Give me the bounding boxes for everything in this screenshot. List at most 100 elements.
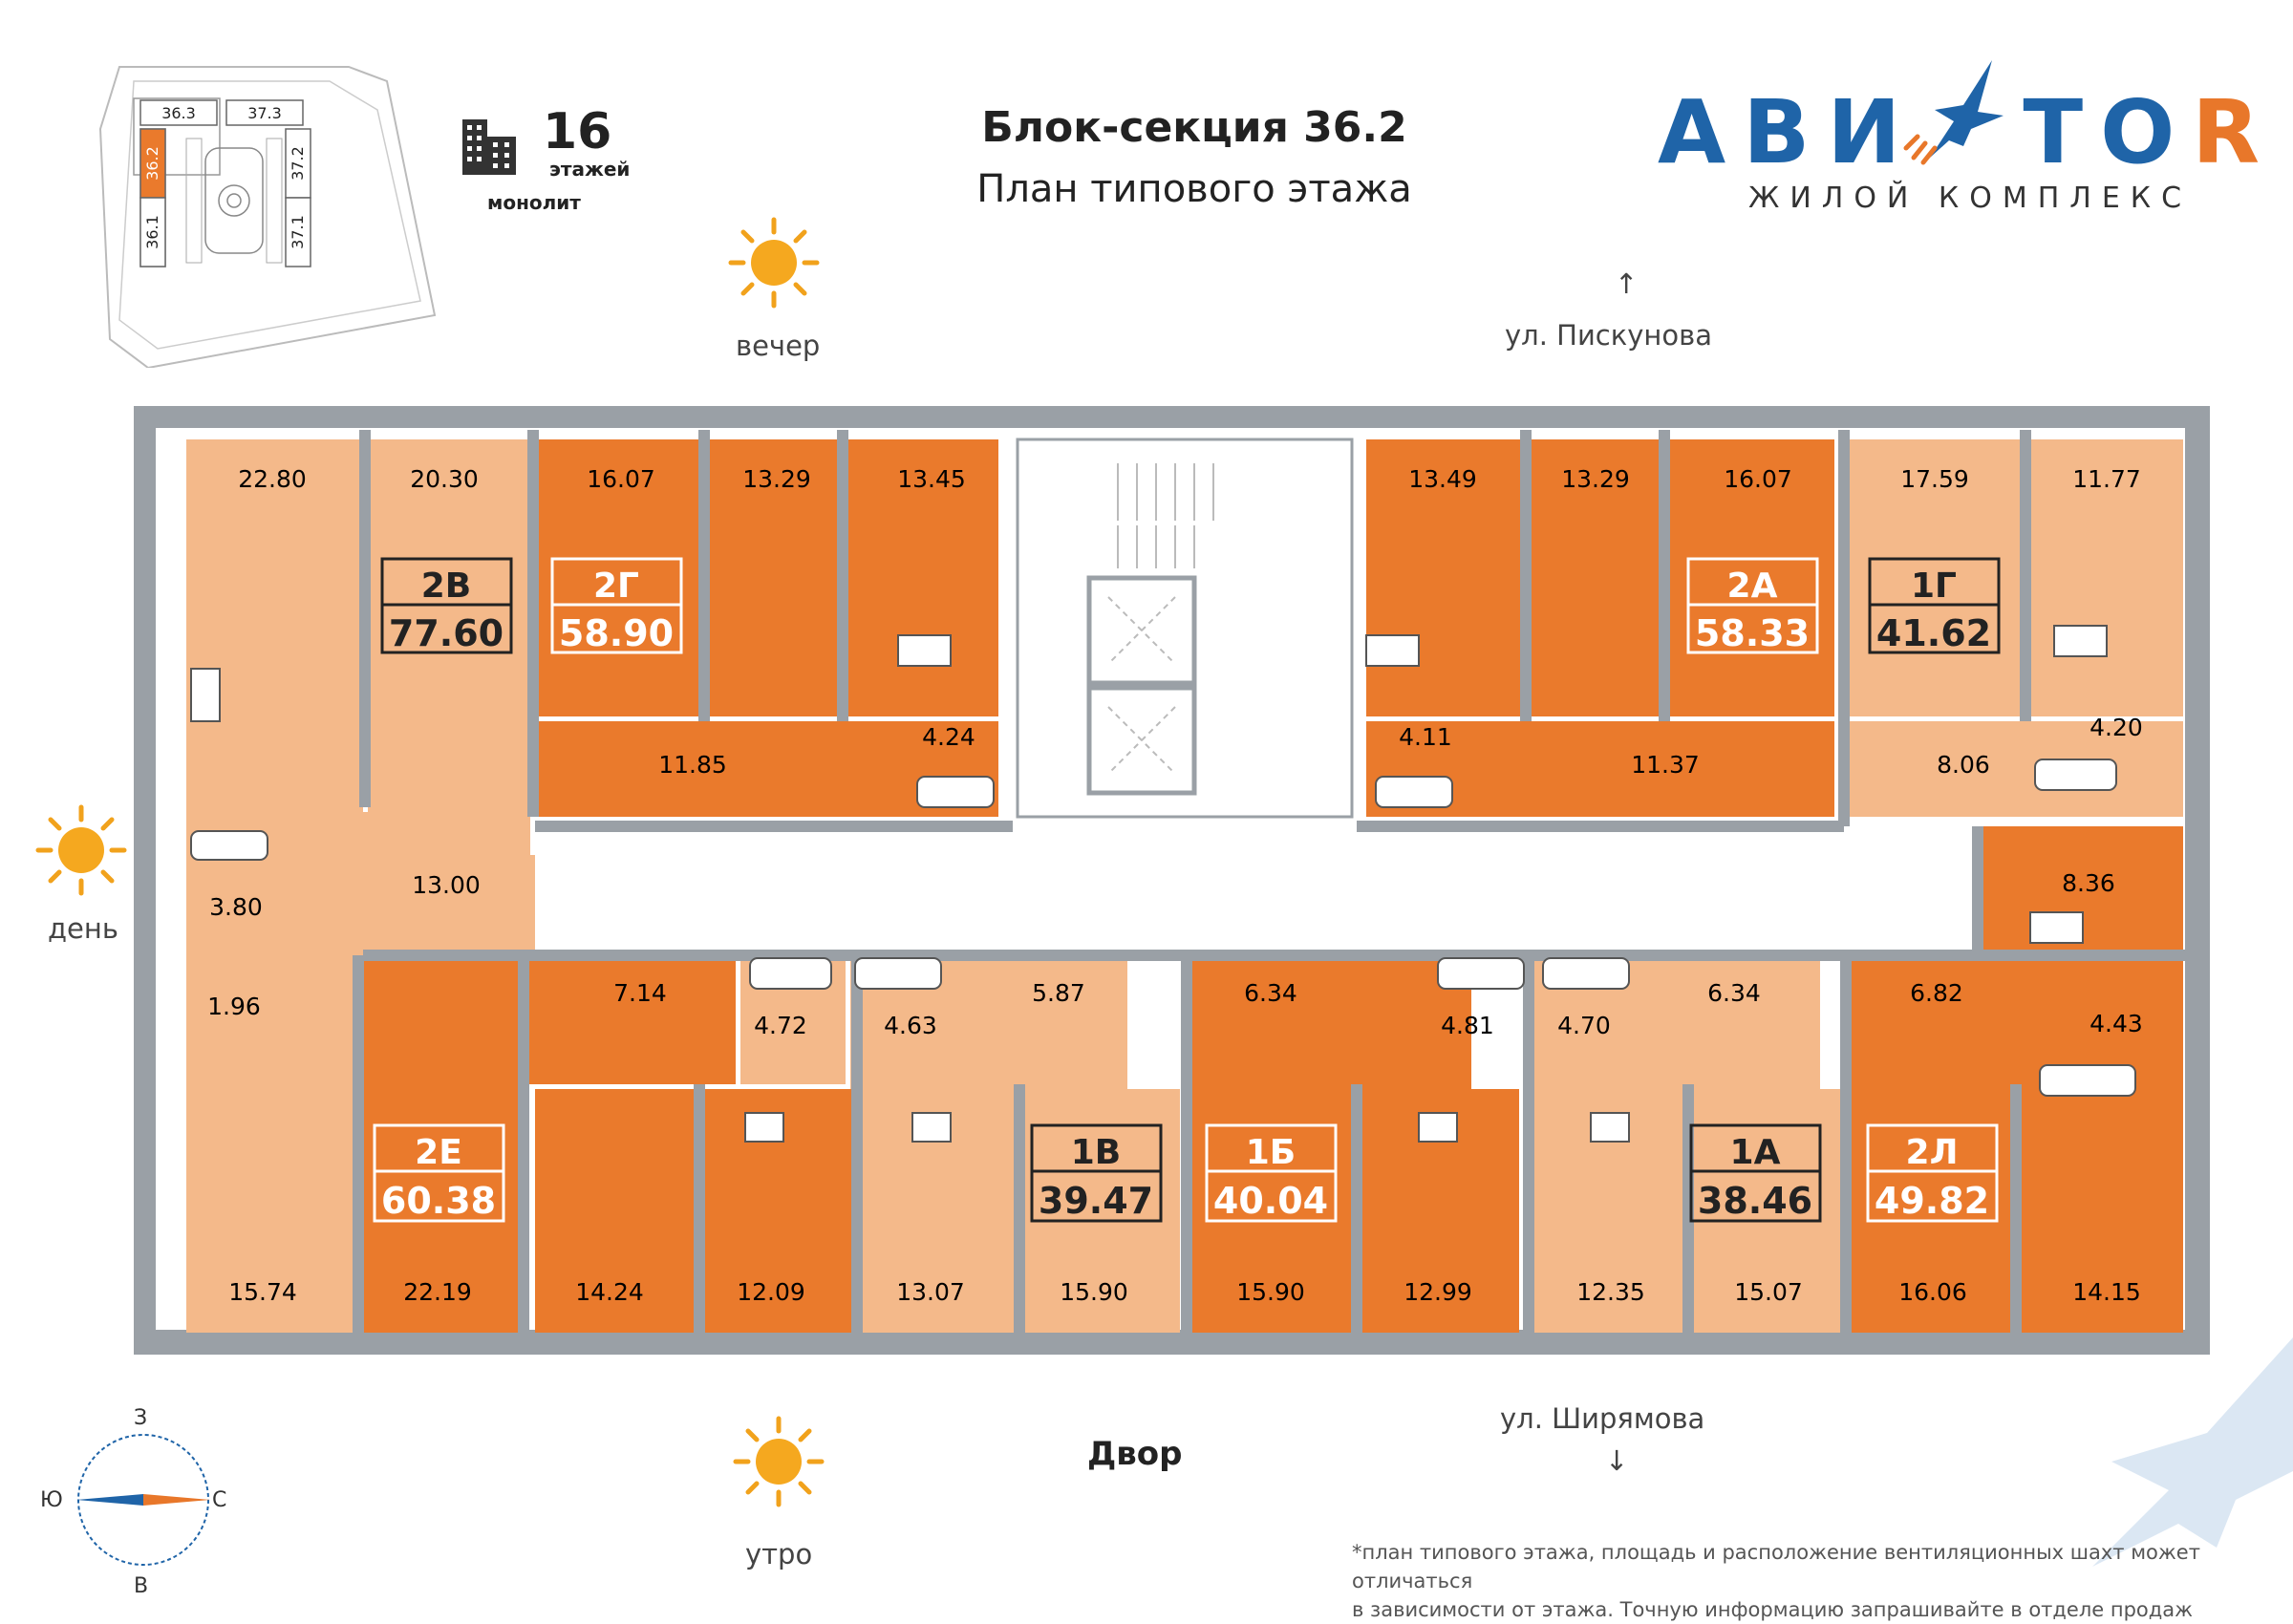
room-area: 11.77 <box>2072 465 2141 493</box>
room-area: 16.07 <box>1724 465 1792 493</box>
apartment-2e[interactable]: 2Е 60.38 <box>373 1123 505 1223</box>
room-area: 6.34 <box>1707 979 1761 1007</box>
apartment-area: 49.82 <box>1875 1180 1989 1222</box>
room-area: 13.29 <box>1561 465 1630 493</box>
sun-day-icon <box>35 804 127 896</box>
jet-watermark-icon <box>2092 1337 2293 1567</box>
compass-west-label: Ю <box>40 1488 63 1512</box>
minimap-37-3: 37.3 <box>247 104 282 122</box>
apartment-area: 38.46 <box>1698 1180 1812 1222</box>
logo: АВИ TOR <box>1658 81 2277 183</box>
room-area: 22.80 <box>238 465 307 493</box>
apartment-area: 41.62 <box>1876 612 1991 654</box>
street-south: ул. Ширямова <box>1500 1402 1705 1435</box>
minimap-36-1: 36.1 <box>143 215 161 249</box>
apartment-area: 39.47 <box>1039 1180 1153 1222</box>
apartment-2l[interactable]: 2Л 49.82 <box>1866 1123 1999 1223</box>
room-area: 4.70 <box>1557 1012 1611 1039</box>
room-area: 6.82 <box>1910 979 1963 1007</box>
construction-type: монолит <box>487 191 581 214</box>
yard-label: Двор <box>1087 1435 1183 1473</box>
room-area: 8.06 <box>1937 751 1990 779</box>
apartment-code: 2Е <box>415 1133 462 1172</box>
sun-morning-label: утро <box>745 1538 813 1571</box>
apartment-1v[interactable]: 1В 39.47 <box>1030 1123 1163 1223</box>
room-area: 5.87 <box>1032 979 1085 1007</box>
compass-icon <box>76 1434 210 1566</box>
stove-icons <box>190 625 2108 1143</box>
room-area: 16.07 <box>587 465 655 493</box>
compass-east-label: С <box>212 1488 227 1512</box>
apartment-area: 40.04 <box>1213 1180 1328 1222</box>
apartment-1a[interactable]: 1А 38.46 <box>1689 1123 1822 1223</box>
apartment-code: 2Л <box>1906 1133 1959 1172</box>
room-area: 11.85 <box>658 751 727 779</box>
apartment-2v[interactable]: 2В 77.60 <box>380 557 513 654</box>
apartment-area: 58.90 <box>559 612 674 654</box>
logo-word-r: R <box>2192 81 2278 183</box>
room-area: 20.30 <box>410 465 479 493</box>
minimap-36-2: 36.2 <box>143 146 161 181</box>
room-area: 14.24 <box>575 1278 644 1306</box>
room-area: 13.49 <box>1408 465 1477 493</box>
logo-word-left: АВИ <box>1658 81 1918 183</box>
footnote-line-2: в зависимости от этажа. Точную информаци… <box>1352 1598 2194 1621</box>
apartment-code: 1Б <box>1246 1133 1297 1172</box>
minimap-36-3: 36.3 <box>161 104 196 122</box>
apartment-code: 1Г <box>1911 566 1957 606</box>
apartment-area: 77.60 <box>389 612 504 654</box>
floors-count: 16 <box>543 103 612 160</box>
room-area: 16.06 <box>1898 1278 1967 1306</box>
sun-day-label: день <box>48 912 118 945</box>
apartment-code: 2А <box>1727 566 1778 606</box>
apartment-area: 58.33 <box>1695 612 1810 654</box>
interior-walls <box>353 430 2188 1337</box>
room-area: 8.36 <box>2062 869 2115 897</box>
room-area: 15.74 <box>228 1278 297 1306</box>
compass-north-label: З <box>134 1406 148 1430</box>
minimap-37-1: 37.1 <box>289 215 307 249</box>
apartment-1g[interactable]: 1Г 41.62 <box>1868 557 2001 654</box>
room-area: 12.99 <box>1404 1278 1472 1306</box>
room-area: 12.35 <box>1576 1278 1645 1306</box>
room-area: 6.34 <box>1244 979 1297 1007</box>
apartment-code: 1А <box>1730 1133 1781 1172</box>
apartment-2a[interactable]: 2А 58.33 <box>1686 557 1819 654</box>
corridor <box>535 831 1978 965</box>
apartment-area: 60.38 <box>381 1180 496 1222</box>
stair-core <box>1016 438 1354 819</box>
bathtub-icons <box>190 759 2136 1097</box>
room-area: 15.90 <box>1236 1278 1305 1306</box>
site-minimap: 36.3 37.3 36.2 37.2 36.1 37.1 <box>98 66 437 368</box>
building-icon <box>462 119 516 175</box>
apartment-code: 1В <box>1071 1133 1122 1172</box>
room-area: 12.09 <box>737 1278 805 1306</box>
logo-word-right: TO <box>2023 81 2193 183</box>
floors-label: этажей <box>549 158 631 181</box>
room-areas: 22.80 20.30 16.07 13.29 13.45 13.49 13.2… <box>207 465 2143 1306</box>
outer-wall <box>134 406 2210 1355</box>
room-area: 4.72 <box>754 1012 807 1039</box>
room-area: 4.81 <box>1441 1012 1494 1039</box>
room-area: 14.15 <box>2072 1278 2141 1306</box>
floor-plan: 22.80 20.30 16.07 13.29 13.45 13.49 13.2… <box>134 406 2210 1355</box>
apartment-code: 2Г <box>593 566 639 606</box>
apartment-1b[interactable]: 1Б 40.04 <box>1205 1123 1338 1223</box>
footnote-line-1: *план типового этажа, площадь и располож… <box>1352 1541 2200 1592</box>
room-area: 4.11 <box>1399 723 1452 751</box>
room-area: 15.90 <box>1060 1278 1128 1306</box>
room-area: 4.24 <box>922 723 975 751</box>
compass-south-label: В <box>134 1574 149 1598</box>
logo-tagline: ЖИЛОЙ КОМПЛЕКС <box>1748 182 2193 215</box>
sun-evening-label: вечер <box>736 330 821 362</box>
sun-evening-icon <box>728 217 820 309</box>
sun-morning-icon <box>733 1416 825 1507</box>
room-area: 7.14 <box>613 979 667 1007</box>
apartment-2g[interactable]: 2Г 58.90 <box>550 557 683 654</box>
room-area: 4.20 <box>2089 714 2143 741</box>
footnote: *план типового этажа, площадь и располож… <box>1352 1538 2293 1624</box>
room-area: 4.63 <box>884 1012 937 1039</box>
room-area: 13.29 <box>742 465 811 493</box>
apartment-labels[interactable]: 2В 77.60 2Г 58.90 2А 58.33 1Г 41.62 2Е 6… <box>373 557 2001 1223</box>
room-area: 13.45 <box>897 465 966 493</box>
